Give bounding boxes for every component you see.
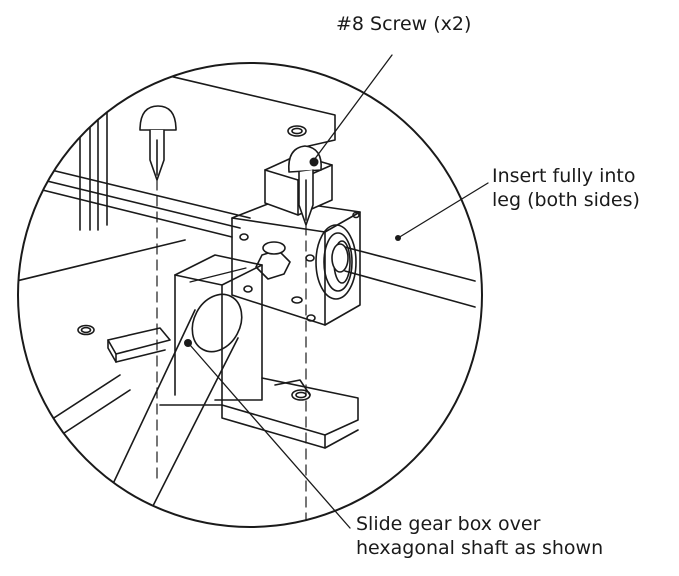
callout-slide-line2: hexagonal shaft as shown: [356, 537, 604, 559]
callout-insert: Insert fully into leg (both sides): [492, 164, 640, 212]
leader-dots: [184, 157, 401, 347]
callout-slide: Slide gear box over hexagonal shaft as s…: [356, 512, 603, 560]
gear-box: [159, 254, 359, 449]
leg-shaft: [331, 243, 476, 308]
callout-insert-line2: leg (both sides): [492, 189, 640, 211]
screw-left: [139, 105, 177, 181]
callout-screw: #8 Screw (x2): [336, 12, 471, 36]
mount-block: [231, 199, 361, 326]
callout-screw-text: #8 Screw (x2): [336, 13, 472, 35]
callout-insert-line1: Insert fully into: [492, 165, 636, 187]
horizontal-rails: [18, 159, 251, 286]
detail-circle: [17, 62, 483, 528]
bottom-plate: [19, 324, 171, 453]
assembly-guide-lines: [156, 179, 307, 527]
callout-slide-line1: Slide gear box over: [356, 513, 541, 535]
leader-lines: [189, 54, 489, 529]
